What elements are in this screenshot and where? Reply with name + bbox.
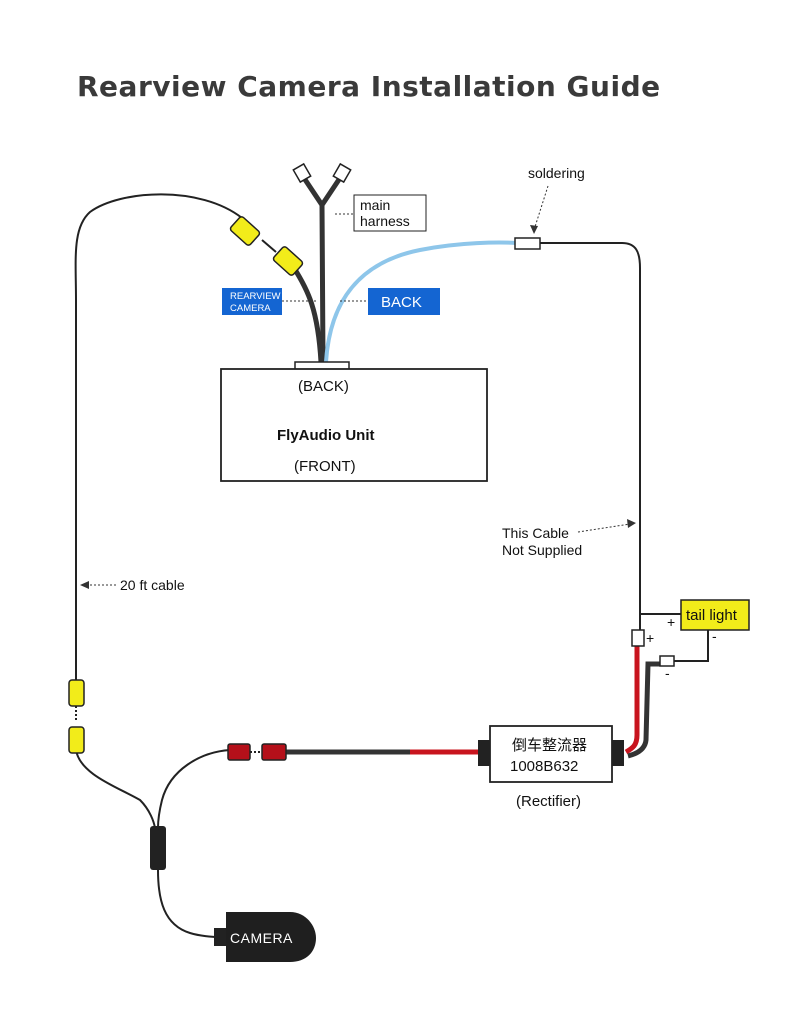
cable-length-label: 20 ft cable [120, 577, 185, 593]
cable-note-line2: Not Supplied [502, 542, 582, 558]
back-badge [368, 288, 440, 315]
main-harness-box [353, 194, 427, 232]
page-title: Rearview Camera Installation Guide [77, 70, 661, 103]
harness-plug-right [332, 162, 352, 184]
cable-note-leader [577, 523, 631, 533]
back-badge-label: BACK [381, 294, 422, 311]
plus-terminal [631, 629, 645, 647]
tail-light-box [680, 599, 750, 631]
rectifier-minus-wire [627, 661, 660, 759]
rearview-camera-badge [222, 288, 282, 315]
terminal-plus-sign: + [646, 630, 654, 646]
camera-label: CAMERA [230, 930, 293, 946]
camera-splitter [150, 826, 166, 870]
rectifier-model-label: 1008B632 [510, 758, 578, 775]
flyaudio-unit [220, 368, 488, 482]
rectifier-caption: (Rectifier) [516, 793, 581, 810]
rectifier-chinese-label: 倒车整流器 [512, 737, 587, 754]
rectifier-plus-wire [624, 646, 640, 755]
rca-plug-yellow-left-top [68, 679, 85, 707]
solder-joint [514, 237, 541, 250]
rca-plug-yellow-left-bottom [68, 726, 85, 754]
rca-plug-yellow-upper [229, 216, 261, 246]
camera-y-split-left [75, 749, 156, 829]
rearview-camera-label-line1: REARVIEW [230, 291, 281, 302]
back-signal-wire [324, 240, 517, 363]
camera-signal-wire [291, 266, 324, 363]
tail-plus-sign: + [667, 614, 675, 630]
unit-back-label: (BACK) [298, 378, 349, 395]
soldering-label: soldering [528, 165, 585, 181]
tail-light-label: tail light [686, 607, 738, 624]
rectifier-output-clip [612, 740, 624, 766]
main-harness-wire [301, 176, 343, 363]
terminal-minus-sign: - [665, 665, 670, 681]
rearview-camera-label-line2: CAMERA [230, 303, 271, 314]
camera-y-split-right [157, 749, 231, 829]
power-connector-male [261, 743, 287, 761]
camera-body [226, 912, 316, 962]
tail-light-feed-wire [540, 242, 641, 630]
camera-lead-wire [157, 869, 219, 938]
cable-note-line1: This Cable [502, 525, 569, 541]
tail-minus-sign: - [712, 628, 717, 644]
unit-name-label: FlyAudio Unit [277, 427, 375, 444]
main-harness-label-line2: harness [360, 213, 410, 229]
unit-front-label: (FRONT) [294, 458, 356, 475]
power-connector-female [227, 743, 251, 761]
minus-terminal [659, 655, 675, 667]
rectifier-input-clip [478, 740, 490, 766]
tail-light-minus-wire [674, 630, 709, 662]
video-cable-top-link [261, 239, 277, 253]
harness-plug-left [292, 162, 312, 184]
soldering-leader [533, 185, 549, 231]
camera-lens [214, 928, 228, 946]
video-cable-20ft [74, 193, 243, 680]
main-harness-label-line1: main [360, 197, 390, 213]
rectifier-box [489, 725, 613, 783]
rca-plug-yellow-lower [272, 246, 304, 276]
